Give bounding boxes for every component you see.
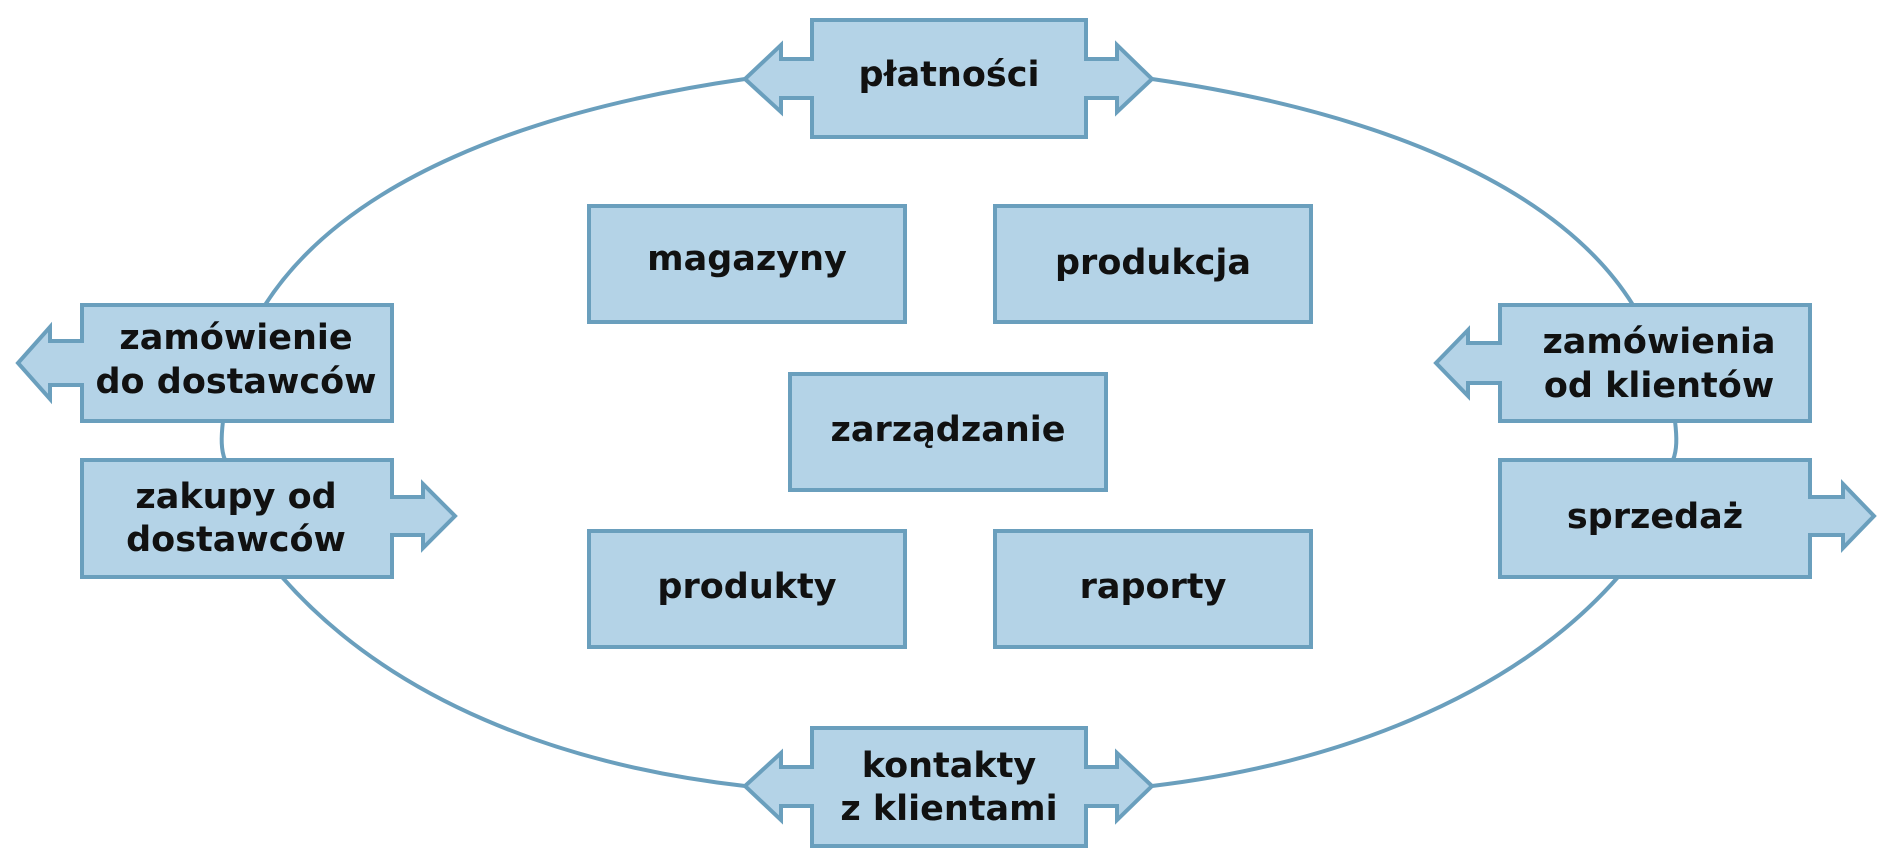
- node-label-line1: kontakty: [862, 746, 1037, 786]
- node-label-line1: zakupy od: [135, 477, 336, 517]
- module-box: [993, 529, 1313, 649]
- node-label-line2: od klientów: [1544, 366, 1774, 406]
- module-produkty: produkty: [587, 529, 907, 649]
- left-arrow-shape: [1433, 303, 1812, 423]
- node-label-line1: zamówienie: [119, 318, 352, 358]
- node-sprzedaz: sprzedaż: [1498, 458, 1877, 579]
- node-label-line2: do dostawców: [95, 362, 376, 402]
- module-raporty: raporty: [993, 529, 1313, 649]
- cycle-connectors: [219, 77, 1679, 788]
- module-zarzadzanie: zarządzanie: [788, 372, 1108, 492]
- module-label: magazyny: [647, 239, 847, 279]
- double-arrow-shape: [742, 18, 1155, 139]
- connector-bottom-right: [1151, 575, 1620, 788]
- node-platnosci: płatności: [742, 18, 1155, 139]
- node-label: sprzedaż: [1567, 497, 1743, 537]
- right-arrow-shape: [80, 458, 458, 579]
- module-box: [788, 372, 1108, 492]
- module-magazyny: magazyny: [587, 204, 907, 324]
- module-label: produkcja: [1055, 243, 1251, 283]
- right-arrow-shape: [1498, 458, 1877, 579]
- left-arrow-shape: [15, 303, 394, 423]
- connector-top-right: [1151, 77, 1635, 307]
- module-label: raporty: [1080, 567, 1227, 607]
- double-arrow-shape: [742, 726, 1155, 848]
- connector-bottom-left: [280, 575, 746, 788]
- node-zamowienia-od-klientow: zamówienia od klientów: [1433, 303, 1812, 423]
- module-box: [587, 204, 907, 324]
- module-label: produkty: [657, 567, 836, 607]
- module-box: [993, 204, 1313, 324]
- node-label: płatności: [859, 55, 1040, 95]
- node-label-line1: zamówienia: [1542, 322, 1775, 362]
- connector-top-left: [263, 77, 746, 307]
- connector-right-middle: [1671, 420, 1679, 461]
- connector-left-middle: [219, 420, 227, 461]
- node-zamowienie-do-dostawcow: zamówienie do dostawców: [15, 303, 394, 423]
- node-kontakty-z-klientami: kontakty z klientami: [742, 726, 1155, 848]
- module-produkcja: produkcja: [993, 204, 1313, 324]
- module-label: zarządzanie: [831, 410, 1066, 450]
- node-label-line2: z klientami: [840, 789, 1057, 829]
- module-box: [587, 529, 907, 649]
- node-label-line2: dostawców: [126, 520, 346, 560]
- node-zakupy-od-dostawcow: zakupy od dostawców: [80, 458, 458, 579]
